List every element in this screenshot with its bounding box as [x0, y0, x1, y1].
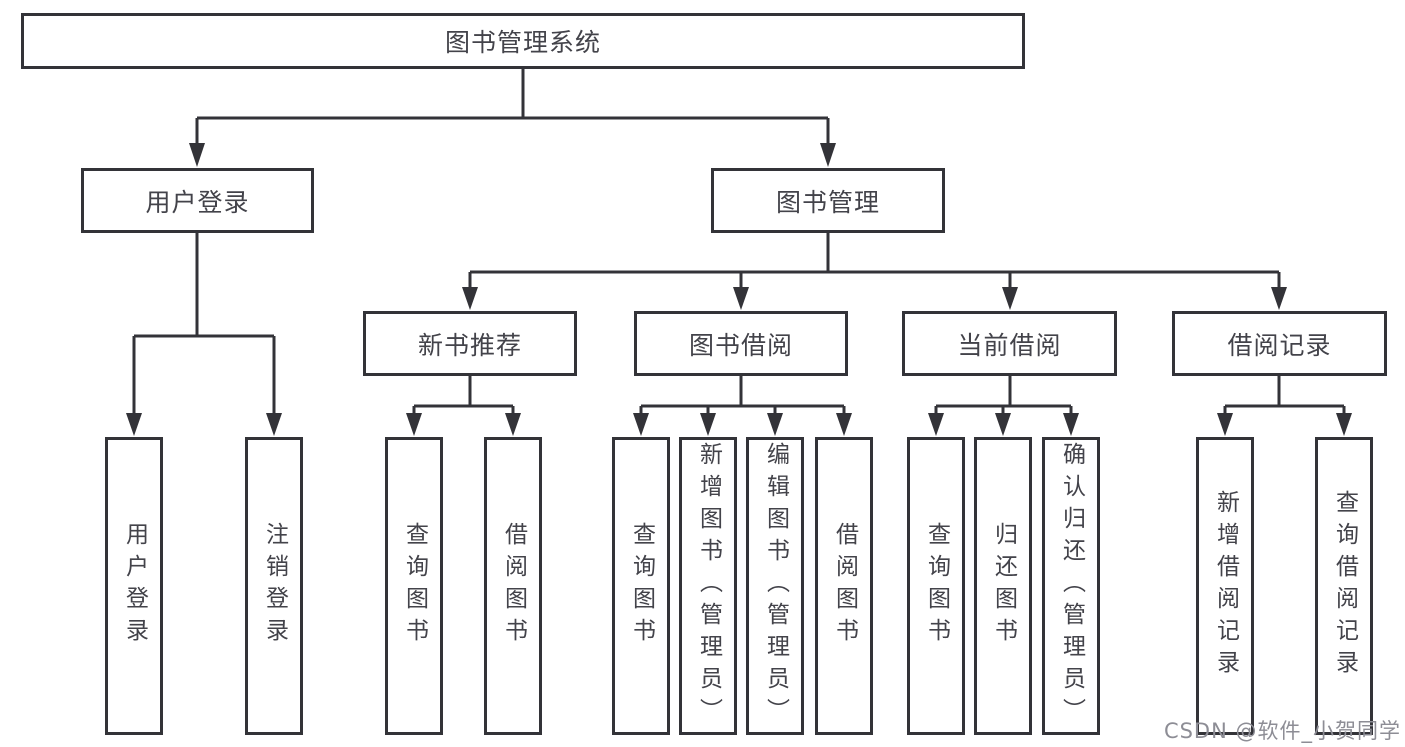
- node-user-login: 用户登录: [81, 168, 314, 233]
- node-book-borrowing: 图书借阅: [634, 311, 848, 376]
- leaf-borrow-query-books: 查询图书: [612, 437, 670, 735]
- node-label: 图书借阅: [688, 330, 793, 360]
- leaf-label: 借阅图书: [500, 522, 527, 650]
- node-label: 当前借阅: [957, 330, 1062, 360]
- leaf-records-add-record: 新增借阅记录: [1196, 437, 1254, 735]
- node-current-borrowing: 当前借阅: [902, 311, 1117, 376]
- leaf-newbooks-borrow-books: 借阅图书: [484, 437, 542, 735]
- csdn-watermark: CSDN @软件_小贺同学: [1163, 719, 1401, 743]
- leaf-label: 编辑图书（管理员）: [762, 442, 789, 730]
- leaf-label: 借阅图书: [831, 522, 858, 650]
- leaf-label: 用户登录: [121, 522, 148, 650]
- node-label: 借阅记录: [1227, 330, 1332, 360]
- leaf-label: 新增图书（管理员）: [695, 442, 722, 730]
- leaf-logout: 注销登录: [245, 437, 303, 735]
- node-label: 图书管理: [775, 187, 880, 217]
- node-library-management-system: 图书管理系统: [21, 13, 1025, 69]
- leaf-label: 新增借阅记录: [1212, 490, 1239, 682]
- leaf-records-query-record: 查询借阅记录: [1315, 437, 1373, 735]
- node-book-management: 图书管理: [711, 168, 945, 233]
- leaf-label: 查询图书: [401, 522, 428, 650]
- leaf-label: 归还图书: [990, 522, 1017, 650]
- leaf-label: 确认归还（管理员）: [1058, 442, 1085, 730]
- leaf-current-return-books: 归还图书: [974, 437, 1032, 735]
- leaf-current-query-books: 查询图书: [907, 437, 965, 735]
- leaf-label: 查询借阅记录: [1331, 490, 1358, 682]
- leaf-borrow-edit-books-admin: 编辑图书（管理员）: [746, 437, 804, 735]
- node-new-book-recommendation: 新书推荐: [363, 311, 577, 376]
- leaf-label: 查询图书: [628, 522, 655, 650]
- leaf-label: 查询图书: [923, 522, 950, 650]
- leaf-borrow-add-books-admin: 新增图书（管理员）: [679, 437, 737, 735]
- leaf-current-confirm-return-admin: 确认归还（管理员）: [1042, 437, 1100, 735]
- node-label: 新书推荐: [417, 330, 522, 360]
- node-label: 图书管理系统: [444, 28, 601, 57]
- leaf-borrow-borrow-books: 借阅图书: [815, 437, 873, 735]
- leaf-label: 注销登录: [261, 522, 288, 650]
- leaf-newbooks-query-books: 查询图书: [385, 437, 443, 735]
- node-label: 用户登录: [145, 187, 250, 217]
- node-borrowing-records: 借阅记录: [1172, 311, 1387, 376]
- leaf-user-login: 用户登录: [105, 437, 163, 735]
